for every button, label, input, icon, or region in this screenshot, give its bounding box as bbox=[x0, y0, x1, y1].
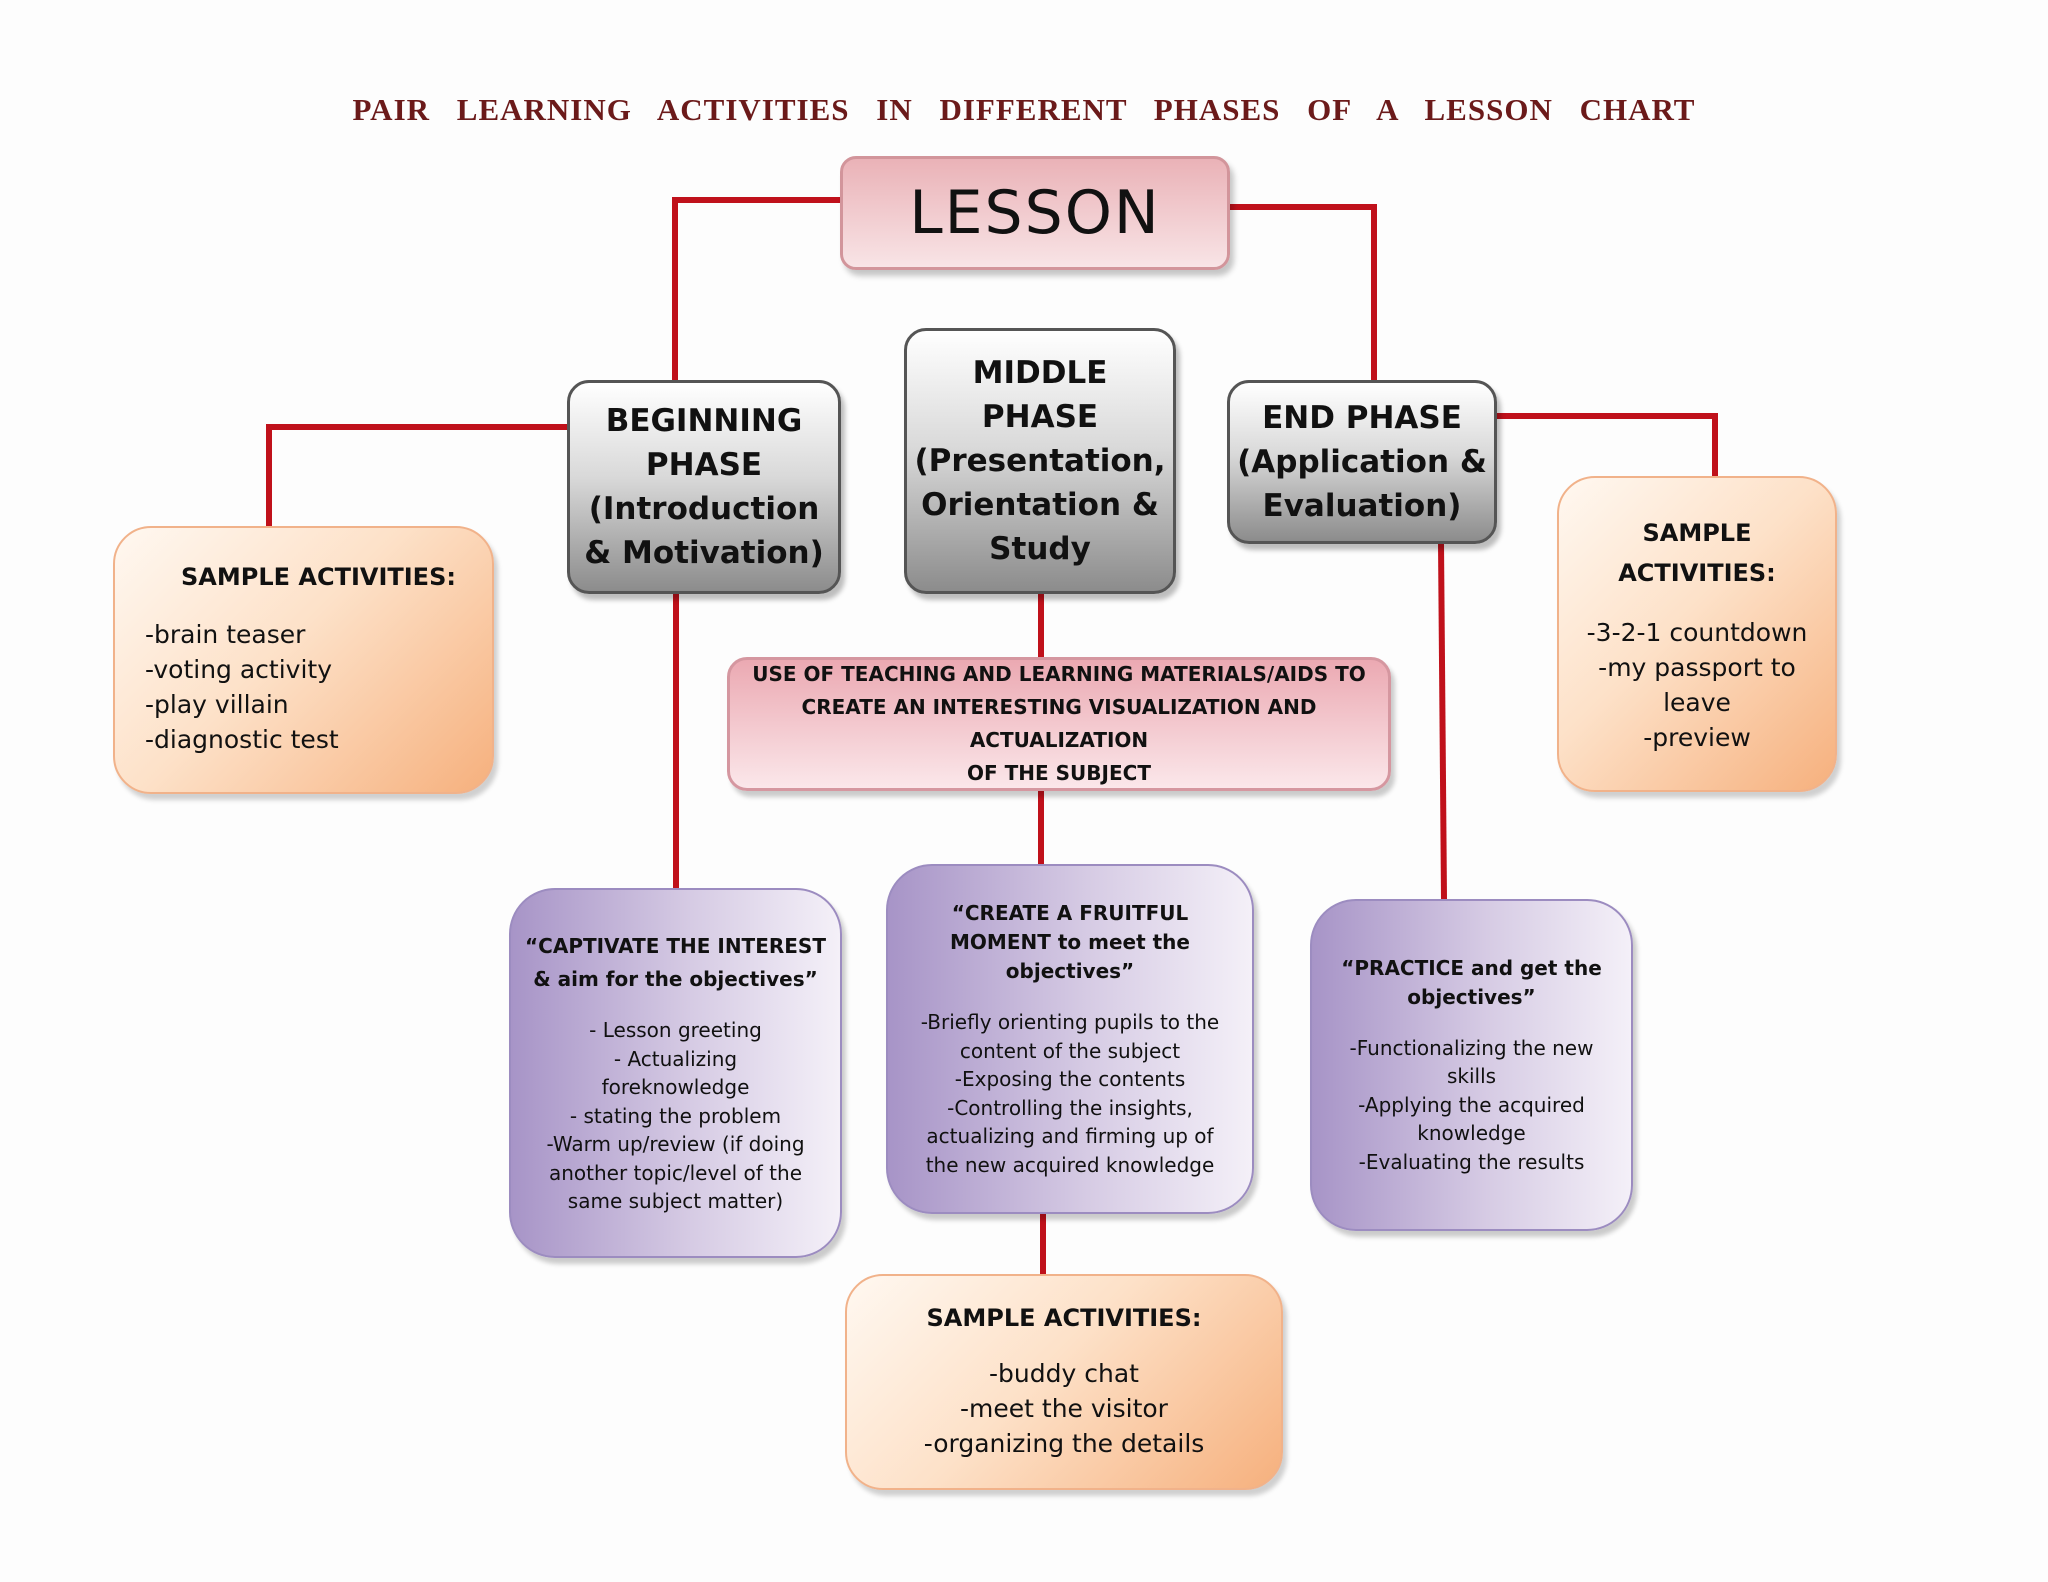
beginning-sample-activities-box: SAMPLE ACTIVITIES: -brain teaser -voting… bbox=[113, 526, 494, 794]
objective-item: -Briefly orienting pupils to the bbox=[920, 1010, 1220, 1034]
teaching-materials-line: USE OF TEACHING AND LEARNING MATERIALS/A… bbox=[752, 662, 1366, 686]
beginning-phase-line: BEGINNING bbox=[605, 403, 803, 439]
objective-item: same subject matter) bbox=[567, 1189, 784, 1214]
objective-item: - stating the problem bbox=[569, 1103, 782, 1128]
objective-heading-line: “PRACTICE and get the bbox=[1341, 955, 1602, 980]
middle-phase-line: Study bbox=[989, 531, 1091, 567]
teaching-materials-line: OF THE SUBJECT bbox=[967, 761, 1151, 785]
sample-activities-heading: SAMPLE ACTIVITIES: bbox=[1618, 513, 1776, 593]
fruitful-moment-box: “CREATE A FRUITFUL MOMENT to meet the ob… bbox=[886, 864, 1254, 1214]
objective-item: actualizing and firming up of bbox=[926, 1124, 1214, 1148]
middle-sample-activities-box: SAMPLE ACTIVITIES: -buddy chat -meet the… bbox=[845, 1274, 1283, 1490]
objective-item: -Evaluating the results bbox=[1358, 1149, 1585, 1174]
lesson-label: LESSON bbox=[909, 178, 1161, 248]
objective-item: -Functionalizing the new bbox=[1349, 1035, 1594, 1060]
beginning-phase-line: & Motivation) bbox=[584, 535, 824, 571]
objective-heading-line: MOMENT to meet the bbox=[950, 930, 1190, 954]
middle-phase-box: MIDDLE PHASE (Presentation, Orientation … bbox=[904, 328, 1176, 594]
practice-objectives-box: “PRACTICE and get the objectives” -Funct… bbox=[1310, 899, 1633, 1231]
sample-activity-item: leave bbox=[1663, 688, 1731, 717]
sample-activity-item: -preview bbox=[1643, 723, 1751, 752]
middle-phase-line: Orientation & bbox=[921, 487, 1159, 523]
beginning-phase-line: PHASE bbox=[645, 447, 763, 483]
sample-activity-item: -3-2-1 countdown bbox=[1586, 618, 1808, 647]
end-phase-line: (Application & bbox=[1237, 444, 1487, 480]
middle-phase-line: MIDDLE bbox=[972, 355, 1108, 391]
connector-beginning-sample bbox=[266, 424, 569, 530]
sample-heading-line: ACTIVITIES: bbox=[1618, 559, 1776, 587]
end-sample-activities-box: SAMPLE ACTIVITIES: -3-2-1 countdown -my … bbox=[1557, 476, 1837, 792]
connector-end-sample bbox=[1497, 413, 1718, 478]
beginning-phase-label: BEGINNING PHASE (Introduction & Motivati… bbox=[584, 399, 824, 575]
end-phase-line: END PHASE bbox=[1262, 400, 1462, 436]
end-phase-box: END PHASE (Application & Evaluation) bbox=[1227, 380, 1497, 544]
sample-activity-item: -organizing the details bbox=[923, 1428, 1205, 1458]
objective-item: -Warm up/review (if doing bbox=[546, 1132, 805, 1157]
objective-item: skills bbox=[1446, 1064, 1497, 1089]
sample-activities-list: -buddy chat -meet the visitor -organizin… bbox=[924, 1356, 1205, 1461]
middle-phase-label: MIDDLE PHASE (Presentation, Orientation … bbox=[914, 351, 1165, 571]
objective-heading: “PRACTICE and get the objectives” bbox=[1341, 954, 1602, 1012]
sample-activity-item: -brain teaser bbox=[145, 620, 306, 649]
teaching-materials-box: USE OF TEACHING AND LEARNING MATERIALS/A… bbox=[727, 657, 1391, 791]
objective-items: -Functionalizing the new skills -Applyin… bbox=[1350, 1034, 1594, 1177]
objective-heading-line: “CAPTIVATE THE INTEREST bbox=[525, 934, 826, 959]
objective-heading-line: objectives” bbox=[1005, 959, 1135, 983]
sample-activities-heading: SAMPLE ACTIVITIES: bbox=[926, 1303, 1202, 1332]
objective-item: another topic/level of the bbox=[548, 1160, 802, 1185]
middle-phase-line: (Presentation, bbox=[914, 443, 1166, 479]
sample-heading-line: SAMPLE bbox=[1642, 519, 1752, 547]
beginning-phase-box: BEGINNING PHASE (Introduction & Motivati… bbox=[567, 380, 841, 594]
objective-items: -Briefly orienting pupils to the content… bbox=[921, 1008, 1219, 1179]
objective-item: -Exposing the contents bbox=[954, 1067, 1186, 1091]
sample-activity-item: -meet the visitor bbox=[960, 1393, 1168, 1423]
objective-item: foreknowledge bbox=[601, 1075, 750, 1100]
middle-phase-line: PHASE bbox=[981, 399, 1099, 435]
chart-title: PAIR LEARNING ACTIVITIES IN DIFFERENT PH… bbox=[352, 92, 1696, 127]
objective-item: -Applying the acquired bbox=[1358, 1092, 1585, 1117]
sample-activity-item: -buddy chat bbox=[989, 1358, 1139, 1388]
objective-heading: “CAPTIVATE THE INTEREST & aim for the ob… bbox=[525, 930, 826, 996]
sample-activity-item: -diagnostic test bbox=[145, 725, 339, 754]
sample-activities-list: -brain teaser -voting activity -play vil… bbox=[145, 617, 339, 757]
connector-end-objective bbox=[1438, 542, 1447, 900]
connector-lesson-beginning bbox=[672, 197, 841, 380]
end-phase-label: END PHASE (Application & Evaluation) bbox=[1237, 396, 1487, 528]
objective-heading: “CREATE A FRUITFUL MOMENT to meet the ob… bbox=[950, 899, 1190, 986]
sample-activities-list: -3-2-1 countdown -my passport to leave -… bbox=[1587, 615, 1808, 755]
lesson-box: LESSON bbox=[840, 156, 1230, 270]
objective-heading-line: “CREATE A FRUITFUL bbox=[951, 901, 1189, 925]
objective-item: - Actualizing bbox=[613, 1046, 738, 1071]
objective-item: content of the subject bbox=[959, 1038, 1181, 1063]
objective-item: knowledge bbox=[1417, 1121, 1526, 1146]
end-phase-line: Evaluation) bbox=[1262, 488, 1462, 524]
connector-lesson-end bbox=[1228, 204, 1377, 380]
teaching-materials-line: CREATE AN INTERESTING VISUALIZATION AND … bbox=[801, 695, 1317, 752]
captivate-interest-box: “CAPTIVATE THE INTEREST & aim for the ob… bbox=[509, 888, 842, 1258]
beginning-phase-line: (Introduction bbox=[588, 491, 820, 527]
objective-heading-line: & aim for the objectives” bbox=[533, 967, 818, 992]
objective-items: - Lesson greeting - Actualizing foreknow… bbox=[546, 1016, 804, 1216]
objective-item: the new acquired knowledge bbox=[925, 1152, 1215, 1177]
sample-activity-item: -voting activity bbox=[145, 655, 332, 684]
objective-item: - Lesson greeting bbox=[589, 1018, 762, 1043]
sample-activity-item: -play villain bbox=[145, 690, 289, 719]
objective-item: -Controlling the insights, bbox=[947, 1095, 1193, 1120]
sample-activities-heading: SAMPLE ACTIVITIES: bbox=[181, 563, 456, 591]
objective-heading-line: objectives” bbox=[1407, 984, 1536, 1009]
sample-activity-item: -my passport to bbox=[1598, 653, 1796, 682]
